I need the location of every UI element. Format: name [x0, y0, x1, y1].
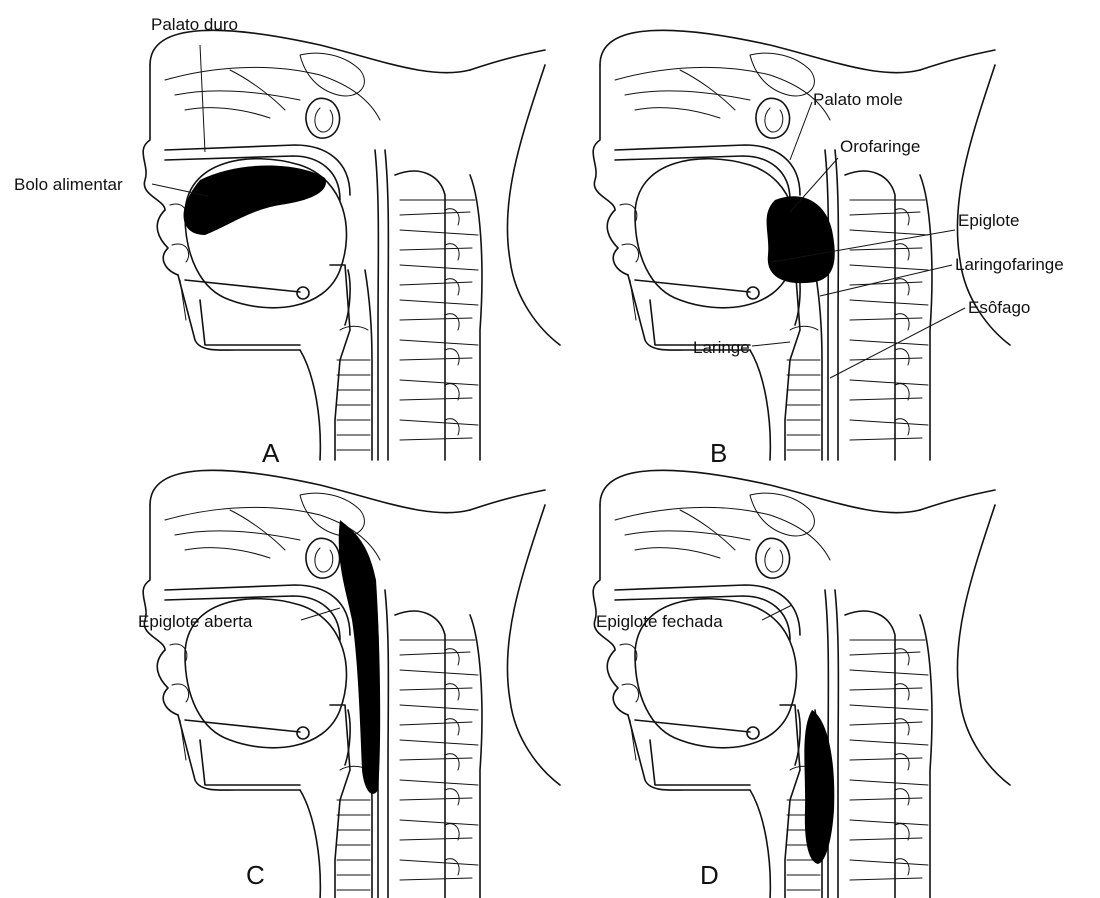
panel-d: D [593, 470, 1010, 898]
label-epiglote-aberta: Epiglote aberta [138, 612, 253, 631]
label-esofago: Esôfago [968, 298, 1030, 317]
labels: Palato duro Bolo alimentar Palato mole O… [14, 15, 1064, 631]
label-epiglote-fechada: Epiglote fechada [596, 612, 723, 631]
panel-a: A [143, 30, 560, 468]
panel-letter-a: A [262, 438, 280, 468]
label-palato-duro: Palato duro [151, 15, 238, 34]
panel-c: C [143, 470, 560, 898]
label-laringofaringe: Laringofaringe [955, 255, 1064, 274]
label-orofaringe: Orofaringe [840, 137, 920, 156]
bolus-oropharynx [767, 196, 835, 283]
bolus-esophagus [804, 710, 834, 864]
label-laringe: Laringe [693, 338, 750, 357]
label-bolo-alimentar: Bolo alimentar [14, 175, 123, 194]
panel-letter-d: D [700, 860, 719, 890]
panel-b: B [593, 30, 1010, 468]
panel-letter-c: C [246, 860, 265, 890]
label-epiglote: Epiglote [958, 211, 1019, 230]
label-palato-mole: Palato mole [813, 90, 903, 109]
bolus-mouth [184, 166, 326, 236]
panel-letter-b: B [710, 438, 727, 468]
